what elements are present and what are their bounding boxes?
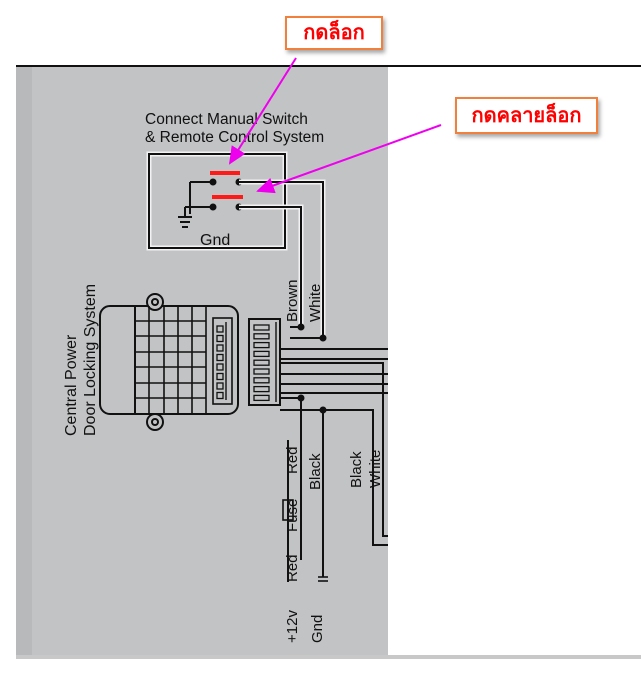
lock-callout: กดล็อก xyxy=(285,16,383,50)
wire-label-brown: Brown xyxy=(284,279,301,322)
module-pins xyxy=(216,325,224,400)
wire-label-red-upper: Red xyxy=(284,446,301,474)
switch-gnd-label: Gnd xyxy=(200,232,230,249)
wire-label-white-right: White xyxy=(367,450,384,488)
wire-label-plus12v: +12v xyxy=(284,610,301,643)
plug-pin xyxy=(253,324,270,331)
module-pin xyxy=(216,334,224,343)
wire-label-black-left: Black xyxy=(307,453,324,490)
wire-label-fuse: Fuse xyxy=(284,499,301,532)
unlock-switch-mark xyxy=(212,195,243,199)
wire-label-gnd-bottom: Gnd xyxy=(309,615,326,643)
scan-edge-shade xyxy=(16,66,32,656)
module-pin xyxy=(216,363,224,371)
plug-pin xyxy=(253,359,270,366)
module-pin xyxy=(216,372,224,381)
module-pin xyxy=(216,344,224,352)
wire-label-white-top: White xyxy=(307,284,324,322)
wire-label-red-lower: Red xyxy=(284,554,301,582)
door-lock-module xyxy=(99,293,239,431)
plug-pin xyxy=(253,385,270,393)
wire-label-black-right: Black xyxy=(348,451,365,488)
harness-wires xyxy=(280,348,388,577)
plug-pin xyxy=(253,368,270,375)
plug-pin xyxy=(253,350,270,358)
module-pin xyxy=(216,325,224,333)
switch-title-line2: & Remote Control System xyxy=(145,129,324,146)
bottom-ground-symbol xyxy=(318,576,328,582)
module-pin xyxy=(216,353,224,362)
plug-pins xyxy=(253,324,270,402)
lock-switch-mark xyxy=(210,171,240,175)
unlock-callout: กดคลายล็อก xyxy=(455,97,598,134)
plug-pin xyxy=(253,341,270,349)
lock-arrow xyxy=(228,57,297,165)
module-pin xyxy=(216,382,224,390)
bottom-border-line xyxy=(16,655,641,659)
module-label-line1: Central Power xyxy=(63,334,80,436)
module-grid xyxy=(135,306,207,414)
plug-pin xyxy=(253,377,270,384)
switch-title-line1: Connect Manual Switch xyxy=(145,111,308,128)
module-label-line2: Door Locking System xyxy=(82,284,99,436)
unlock-arrow xyxy=(256,124,442,194)
module-pin xyxy=(216,391,224,400)
diagram-scan-background xyxy=(16,66,388,656)
ground-symbol xyxy=(178,216,192,228)
plug-pin xyxy=(253,394,270,402)
blank-right-panel xyxy=(388,67,641,655)
manual-switch-box xyxy=(146,151,288,251)
plug-pin xyxy=(253,333,270,340)
